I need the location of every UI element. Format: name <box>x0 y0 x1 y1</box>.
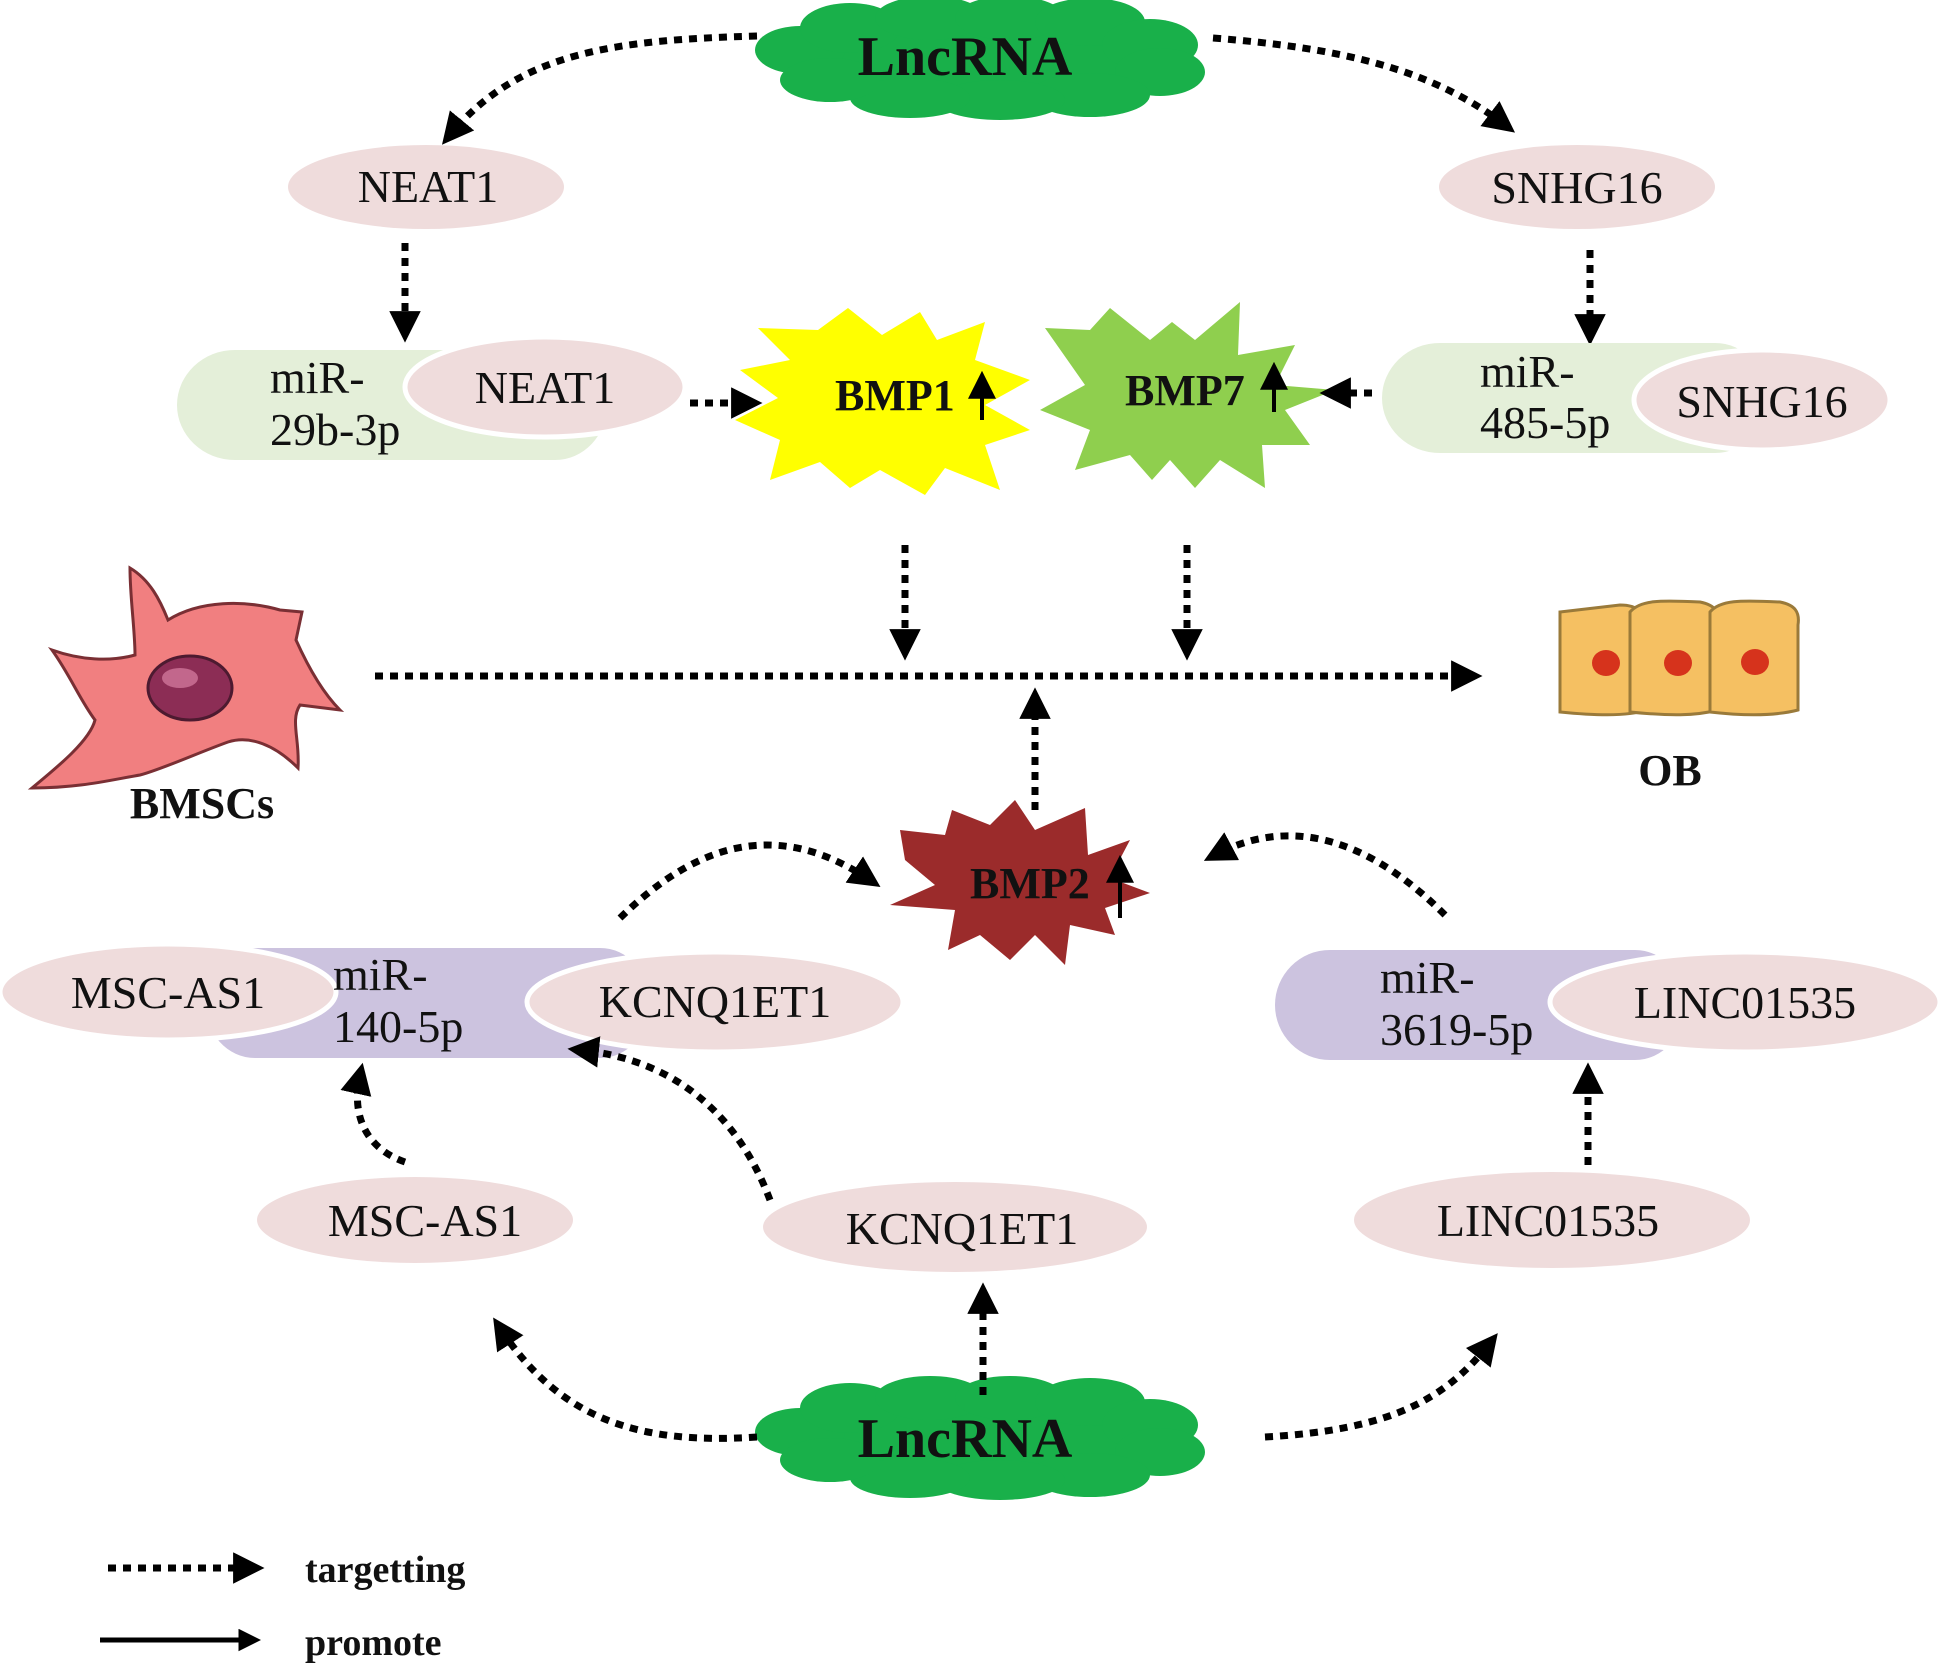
mir-485-line2: 485-5p <box>1480 397 1610 448</box>
mir-140-line2: 140-5p <box>333 1001 463 1052</box>
arrow-lncrna-to-snhg16 <box>1212 34 1516 133</box>
msc-as1-bound-label: MSC-AS1 <box>71 967 265 1018</box>
snhg16-bound-label: SNHG16 <box>1676 376 1847 427</box>
arrow-lncrna-to-linc01535 <box>1264 1333 1498 1441</box>
neat1-bound-label: NEAT1 <box>475 362 616 413</box>
arrow-mir140-to-bmp2 <box>617 841 881 921</box>
kcnq1et1-ellipse: KCNQ1ET1 <box>763 1182 1147 1272</box>
legend: targetting promote <box>100 1549 465 1664</box>
kcnq1et1-label: KCNQ1ET1 <box>846 1203 1079 1254</box>
neat1-label: NEAT1 <box>358 161 499 212</box>
ob-label: OB <box>1638 746 1702 795</box>
ob-cells: OB <box>1558 599 1800 795</box>
bmp7-label: BMP7 <box>1125 366 1245 415</box>
mir-140-5p-complex: MSC-AS1 miR- 140-5p KCNQ1ET1 <box>0 941 906 1058</box>
legend-promote-label: promote <box>305 1622 442 1664</box>
mir-29b-line2: 29b-3p <box>270 404 400 455</box>
mir-29b-3p-complex: miR- 29b-3p NEAT1 <box>177 334 688 460</box>
arrow-lncrna-to-neat1 <box>441 32 758 145</box>
bmp7-star: BMP7 <box>1040 302 1335 488</box>
bmp2-star: BMP2 <box>890 800 1150 965</box>
neat1-ellipse: NEAT1 <box>288 145 564 229</box>
lncrna-cloud-bottom: LncRNA <box>755 1376 1205 1500</box>
bmsc-cell: BMSCs <box>27 565 345 828</box>
mir-3619-5p-complex: miR- 3619-5p LINC01535 <box>1275 949 1943 1060</box>
msc-as1-ellipse: MSC-AS1 <box>257 1177 573 1263</box>
arrow-msc-as1-to-mir140 <box>340 1062 407 1166</box>
msc-as1-label: MSC-AS1 <box>328 1195 522 1246</box>
bmsc-label: BMSCs <box>130 779 274 828</box>
linc01535-bound-label: LINC01535 <box>1634 977 1856 1028</box>
arrow-lncrna-to-msc-as1 <box>493 1317 758 1442</box>
linc01535-ellipse: LINC01535 <box>1354 1172 1750 1268</box>
mir-3619-line2: 3619-5p <box>1380 1004 1533 1055</box>
mir-140-line1: miR- <box>333 949 428 1000</box>
linc01535-label: LINC01535 <box>1437 1195 1659 1246</box>
arrow-kcnq1et1-to-mir140 <box>567 1036 774 1202</box>
bmp1-label: BMP1 <box>835 371 955 420</box>
bmp2-label: BMP2 <box>970 859 1090 908</box>
legend-targeting-label: targetting <box>305 1549 465 1591</box>
snhg16-ellipse: SNHG16 <box>1439 145 1715 229</box>
bmp1-star: BMP1 <box>735 308 1030 495</box>
lncrna-cloud-top: LncRNA <box>755 0 1205 120</box>
lncrna-label-top: LncRNA <box>858 26 1073 88</box>
arrow-mir3619-to-bmp2 <box>1203 832 1448 918</box>
snhg16-label: SNHG16 <box>1491 162 1662 213</box>
mir-485-line1: miR- <box>1480 346 1575 397</box>
mir-3619-line1: miR- <box>1380 952 1475 1003</box>
mir-29b-line1: miR- <box>270 352 365 403</box>
mir-485-5p-complex: miR- 485-5p SNHG16 <box>1382 343 1893 453</box>
kcnq1et1-bound-label: KCNQ1ET1 <box>599 976 832 1027</box>
lncrna-label-bottom: LncRNA <box>858 1408 1073 1470</box>
